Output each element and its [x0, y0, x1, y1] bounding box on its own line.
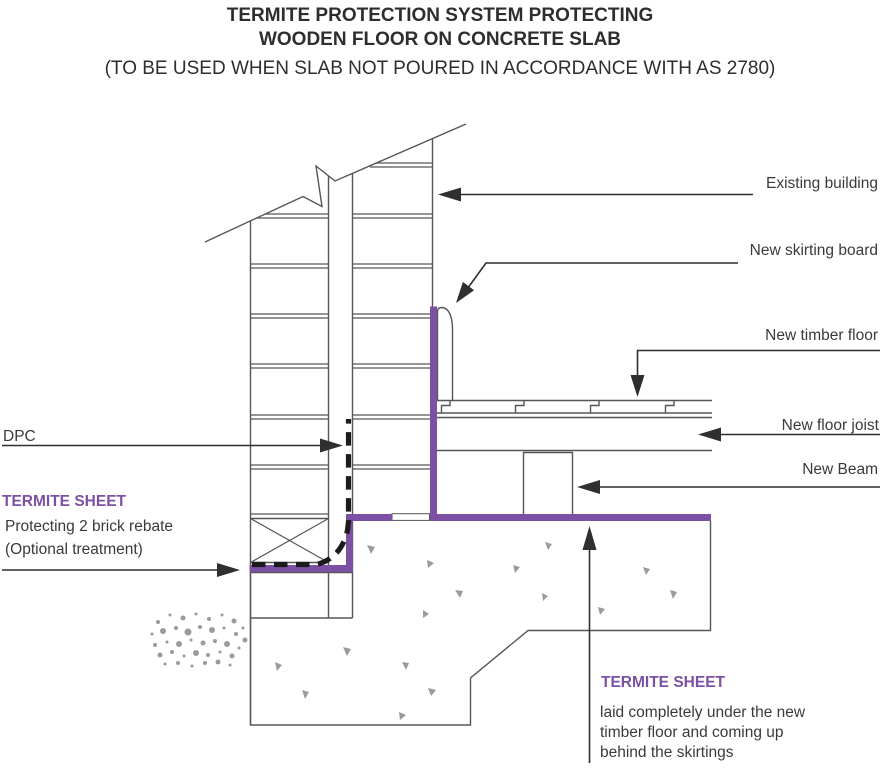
termite-sheet-purple — [249, 306, 711, 572]
left-leaf-courses — [250, 213, 329, 515]
page-subtitle: (TO BE USED WHEN SLAB NOT POURED IN ACCO… — [104, 58, 776, 79]
label-termite-sheet-rebate-line1: Protecting 2 brick rebate — [5, 518, 174, 535]
wall-break-line — [204, 123, 467, 243]
wall-break-mask — [205, 96, 466, 242]
concrete-speckles — [275, 542, 677, 720]
arrow-new-skirting-board — [456, 281, 475, 303]
arrow-new-timber-floor — [630, 375, 645, 397]
label-existing-building: Existing building — [765, 175, 878, 192]
floorboard-joint — [664, 400, 675, 413]
label-termite-sheet-slab-heading: TERMITE SHEET — [601, 674, 726, 691]
floorboard-joint — [440, 400, 451, 413]
timber-floor — [437, 399, 712, 452]
label-termite-sheet-rebate-heading: TERMITE SHEET — [2, 493, 127, 510]
label-new-floor-joist: New floor joist — [781, 417, 879, 434]
beam — [522, 451, 574, 514]
arrow-new-floor-joist — [698, 427, 721, 442]
page-title-line2: WOODEN FLOOR ON CONCRETE SLAB — [258, 29, 622, 50]
label-termite-sheet-slab-line3: behind the skirtings — [600, 744, 734, 761]
label-dpc: DPC — [3, 428, 36, 445]
label-new-timber-floor: New timber floor — [765, 327, 878, 344]
label-termite-sheet-rebate-line2: (Optional treatment) — [5, 541, 143, 558]
dpc-dashed-line — [252, 419, 352, 568]
floorboard-joint — [589, 400, 600, 413]
label-new-skirting-board: New skirting board — [749, 242, 878, 259]
crossed-brick-course — [250, 517, 329, 564]
arrow-termite-sheet-slab — [582, 526, 597, 550]
skirting-board — [436, 306, 454, 400]
ground-stipple — [150, 612, 248, 668]
brick-wall — [249, 136, 434, 725]
right-leaf-courses — [352, 162, 433, 470]
arrow-new-beam — [577, 480, 600, 494]
label-termite-sheet-slab-line2: timber floor and coming up — [600, 724, 784, 741]
concrete-slab — [249, 513, 712, 726]
label-termite-sheet-slab-line1: laid completely under the new — [600, 704, 806, 721]
arrow-termite-sheet-rebate — [217, 563, 240, 577]
callout-leaders — [2, 187, 880, 763]
arrow-existing-building — [438, 187, 461, 202]
slab-rebate-gap — [391, 513, 430, 521]
label-new-beam: New Beam — [802, 461, 878, 478]
arrow-dpc — [320, 438, 343, 453]
floorboard-joint — [514, 400, 525, 413]
page-title-line1: TERMITE PROTECTION SYSTEM PROTECTING — [226, 5, 654, 26]
